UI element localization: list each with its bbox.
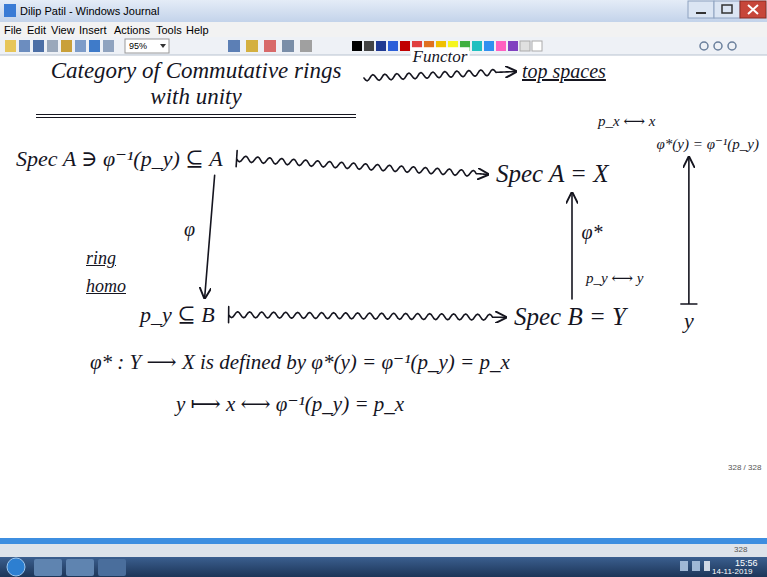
zoom-box	[125, 39, 169, 53]
color-swatch	[400, 41, 410, 51]
journal-page	[0, 56, 767, 538]
menu-item: Help	[186, 25, 209, 36]
arrow-connector	[205, 175, 215, 298]
tray-icon	[680, 561, 688, 571]
zoom-icon	[714, 42, 722, 50]
menu-item: Tools	[156, 25, 182, 36]
taskbar-button	[34, 559, 62, 576]
mapping-text: y ⟼ x ⟷ φ⁻¹(p_y) = p_x	[176, 392, 404, 416]
taskbar-button	[98, 559, 126, 576]
window-title: Dilip Patil - Windows Journal	[20, 6, 159, 17]
arrow-connector	[681, 157, 697, 304]
status-bar	[0, 544, 767, 557]
node-text: Spec A ∋ φ⁻¹(p_y) ⊆ A	[16, 146, 223, 171]
node-text: top spaces	[522, 60, 606, 83]
tool-icon	[47, 40, 58, 52]
menu-bar	[0, 22, 767, 37]
arrow-connector	[236, 151, 488, 176]
menu-item: Insert	[79, 25, 107, 36]
tray-icon	[692, 561, 700, 571]
tool-icon	[61, 40, 72, 52]
color-swatch	[364, 41, 374, 51]
color-swatch	[520, 41, 530, 51]
tool-icon	[75, 40, 86, 52]
tool-icon	[89, 40, 100, 52]
space-node: Spec A = X	[496, 160, 608, 189]
node-text: Category of Commutative rings with unity	[36, 58, 356, 111]
definition-text: φ* : Y ⟶ X is defined by φ*(y) = φ⁻¹(p_y…	[90, 350, 510, 374]
taskbar	[0, 557, 767, 577]
correspondence-note: p_x ⟷ x	[598, 113, 655, 130]
node-text: φ*(y) = φ⁻¹(p_y)	[657, 136, 759, 153]
tool-icon	[103, 40, 114, 52]
ring-node: Spec A ∋ φ⁻¹(p_y) ⊆ A	[16, 146, 223, 171]
tool-icon	[19, 40, 30, 52]
node-text: Spec A = X	[496, 160, 608, 189]
color-swatch	[508, 41, 518, 51]
zoom-icons	[700, 42, 736, 50]
color-swatch	[484, 41, 494, 51]
title-bar	[0, 0, 767, 22]
zoom-icon	[700, 42, 708, 50]
node-text: y	[684, 308, 694, 333]
clock-date: 14-11-2019	[712, 568, 752, 576]
tool-icon	[33, 40, 44, 52]
heading-node: Category of Commutative rings with unity	[36, 58, 356, 118]
margin-note: homo	[86, 276, 126, 297]
arrow-connector	[229, 307, 506, 323]
space-node: Spec B = Y	[514, 303, 626, 332]
arrow-connector	[364, 69, 516, 80]
point-node: y	[684, 308, 694, 333]
category-node: top spaces	[522, 60, 606, 83]
text-icon	[300, 40, 312, 52]
dropdown-arrow	[160, 44, 166, 48]
minimize-button	[688, 1, 714, 18]
ring-node: p_y ⊆ B	[140, 302, 215, 327]
app-icon	[4, 4, 16, 17]
correspondence-note: p_y ⟷ y	[586, 270, 643, 287]
color-swatch	[352, 41, 362, 51]
highlighter-icon	[246, 40, 258, 52]
edge-label: Functor	[411, 47, 470, 67]
toolbar-border	[0, 55, 767, 56]
zoom-icon	[728, 42, 736, 50]
clock-time: 15:56	[735, 559, 758, 568]
color-swatch	[388, 41, 398, 51]
close-glyph	[748, 5, 758, 14]
formula-node: φ*(y) = φ⁻¹(p_y)	[657, 136, 759, 153]
tray-icon	[704, 561, 710, 571]
color-swatch	[376, 41, 386, 51]
menu-item: Edit	[27, 25, 46, 36]
eraser-icon	[264, 40, 276, 52]
start-button	[7, 558, 25, 576]
edge-label: φ*	[579, 220, 604, 243]
toolbar	[0, 37, 767, 55]
minimize-glyph	[696, 12, 706, 14]
zoom-level: 95%	[129, 42, 147, 51]
toolbar-icons	[5, 39, 312, 53]
node-text: p_y ⊆ B	[140, 302, 215, 327]
close-button	[740, 1, 766, 18]
tool-icon	[5, 40, 16, 52]
edge-label: φ	[182, 217, 197, 240]
margin-note: ring	[86, 248, 116, 269]
menu-item: File	[4, 25, 22, 36]
maximize-button	[714, 1, 740, 18]
arrow-connector	[571, 193, 573, 299]
menu-item: Actions	[114, 25, 150, 36]
page-scroll-bar	[0, 538, 767, 544]
select-icon	[282, 40, 294, 52]
color-swatch	[472, 41, 482, 51]
maximize-glyph	[722, 5, 732, 13]
page-counter: 328 / 328	[728, 464, 761, 472]
color-swatch	[532, 41, 542, 51]
menu-item: View	[51, 25, 75, 36]
page-number: 328	[734, 546, 747, 554]
taskbar-button	[66, 559, 94, 576]
color-swatch	[496, 41, 506, 51]
pen-icon	[228, 40, 240, 52]
node-text: Spec B = Y	[514, 303, 626, 332]
